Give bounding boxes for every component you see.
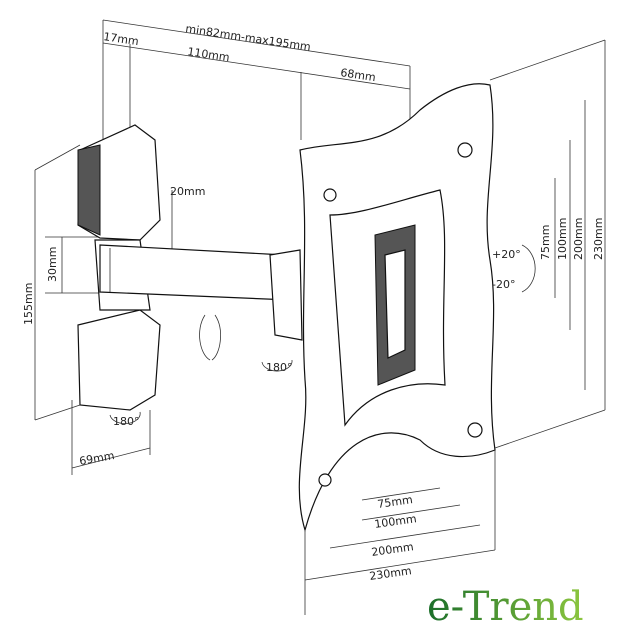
wall-plate-depth-label: 17mm xyxy=(103,30,140,48)
arm-width-label: 30mm xyxy=(46,247,59,282)
wall-plate-height-label: 155mm xyxy=(22,283,35,325)
tilt-up-label: +20° xyxy=(492,248,521,261)
bottom-dimension-lines xyxy=(304,450,496,615)
wall-plate xyxy=(77,124,161,411)
swivel-wall-arrow-icon xyxy=(109,411,141,425)
vesa-vertical-100: 100mm xyxy=(556,218,569,260)
arm-length-label: 110mm xyxy=(187,45,231,64)
wall-plate-width-label: 69mm xyxy=(78,449,115,468)
right-dimension-lines xyxy=(489,39,606,449)
vesa-horizontal-230: 230mm xyxy=(369,564,413,583)
vesa-vertical-200: 200mm xyxy=(572,218,585,260)
vesa-horizontal-200: 200mm xyxy=(371,540,415,559)
top-dimension-lines xyxy=(102,19,411,140)
tilt-down-label: -20° xyxy=(492,278,515,291)
vesa-vertical-230: 230mm xyxy=(592,218,605,260)
tv-bracket-plate xyxy=(298,83,496,533)
tilt-arrow-icon xyxy=(521,244,536,293)
left-dimension-lines xyxy=(34,144,173,475)
vesa-horizontal-75: 75mm xyxy=(377,493,414,511)
vesa-vertical-75: 75mm xyxy=(539,225,552,260)
vesa-horizontal-100: 100mm xyxy=(374,512,418,531)
bracket-depth-label: 68mm xyxy=(340,66,377,84)
arm-height-label: 20mm xyxy=(170,185,205,198)
swivel-wall-label: 180° xyxy=(113,415,140,428)
brand-logo: e-Trend xyxy=(427,584,584,630)
swivel-arm-arrow-icon xyxy=(261,359,293,372)
swing-arm xyxy=(99,244,303,361)
